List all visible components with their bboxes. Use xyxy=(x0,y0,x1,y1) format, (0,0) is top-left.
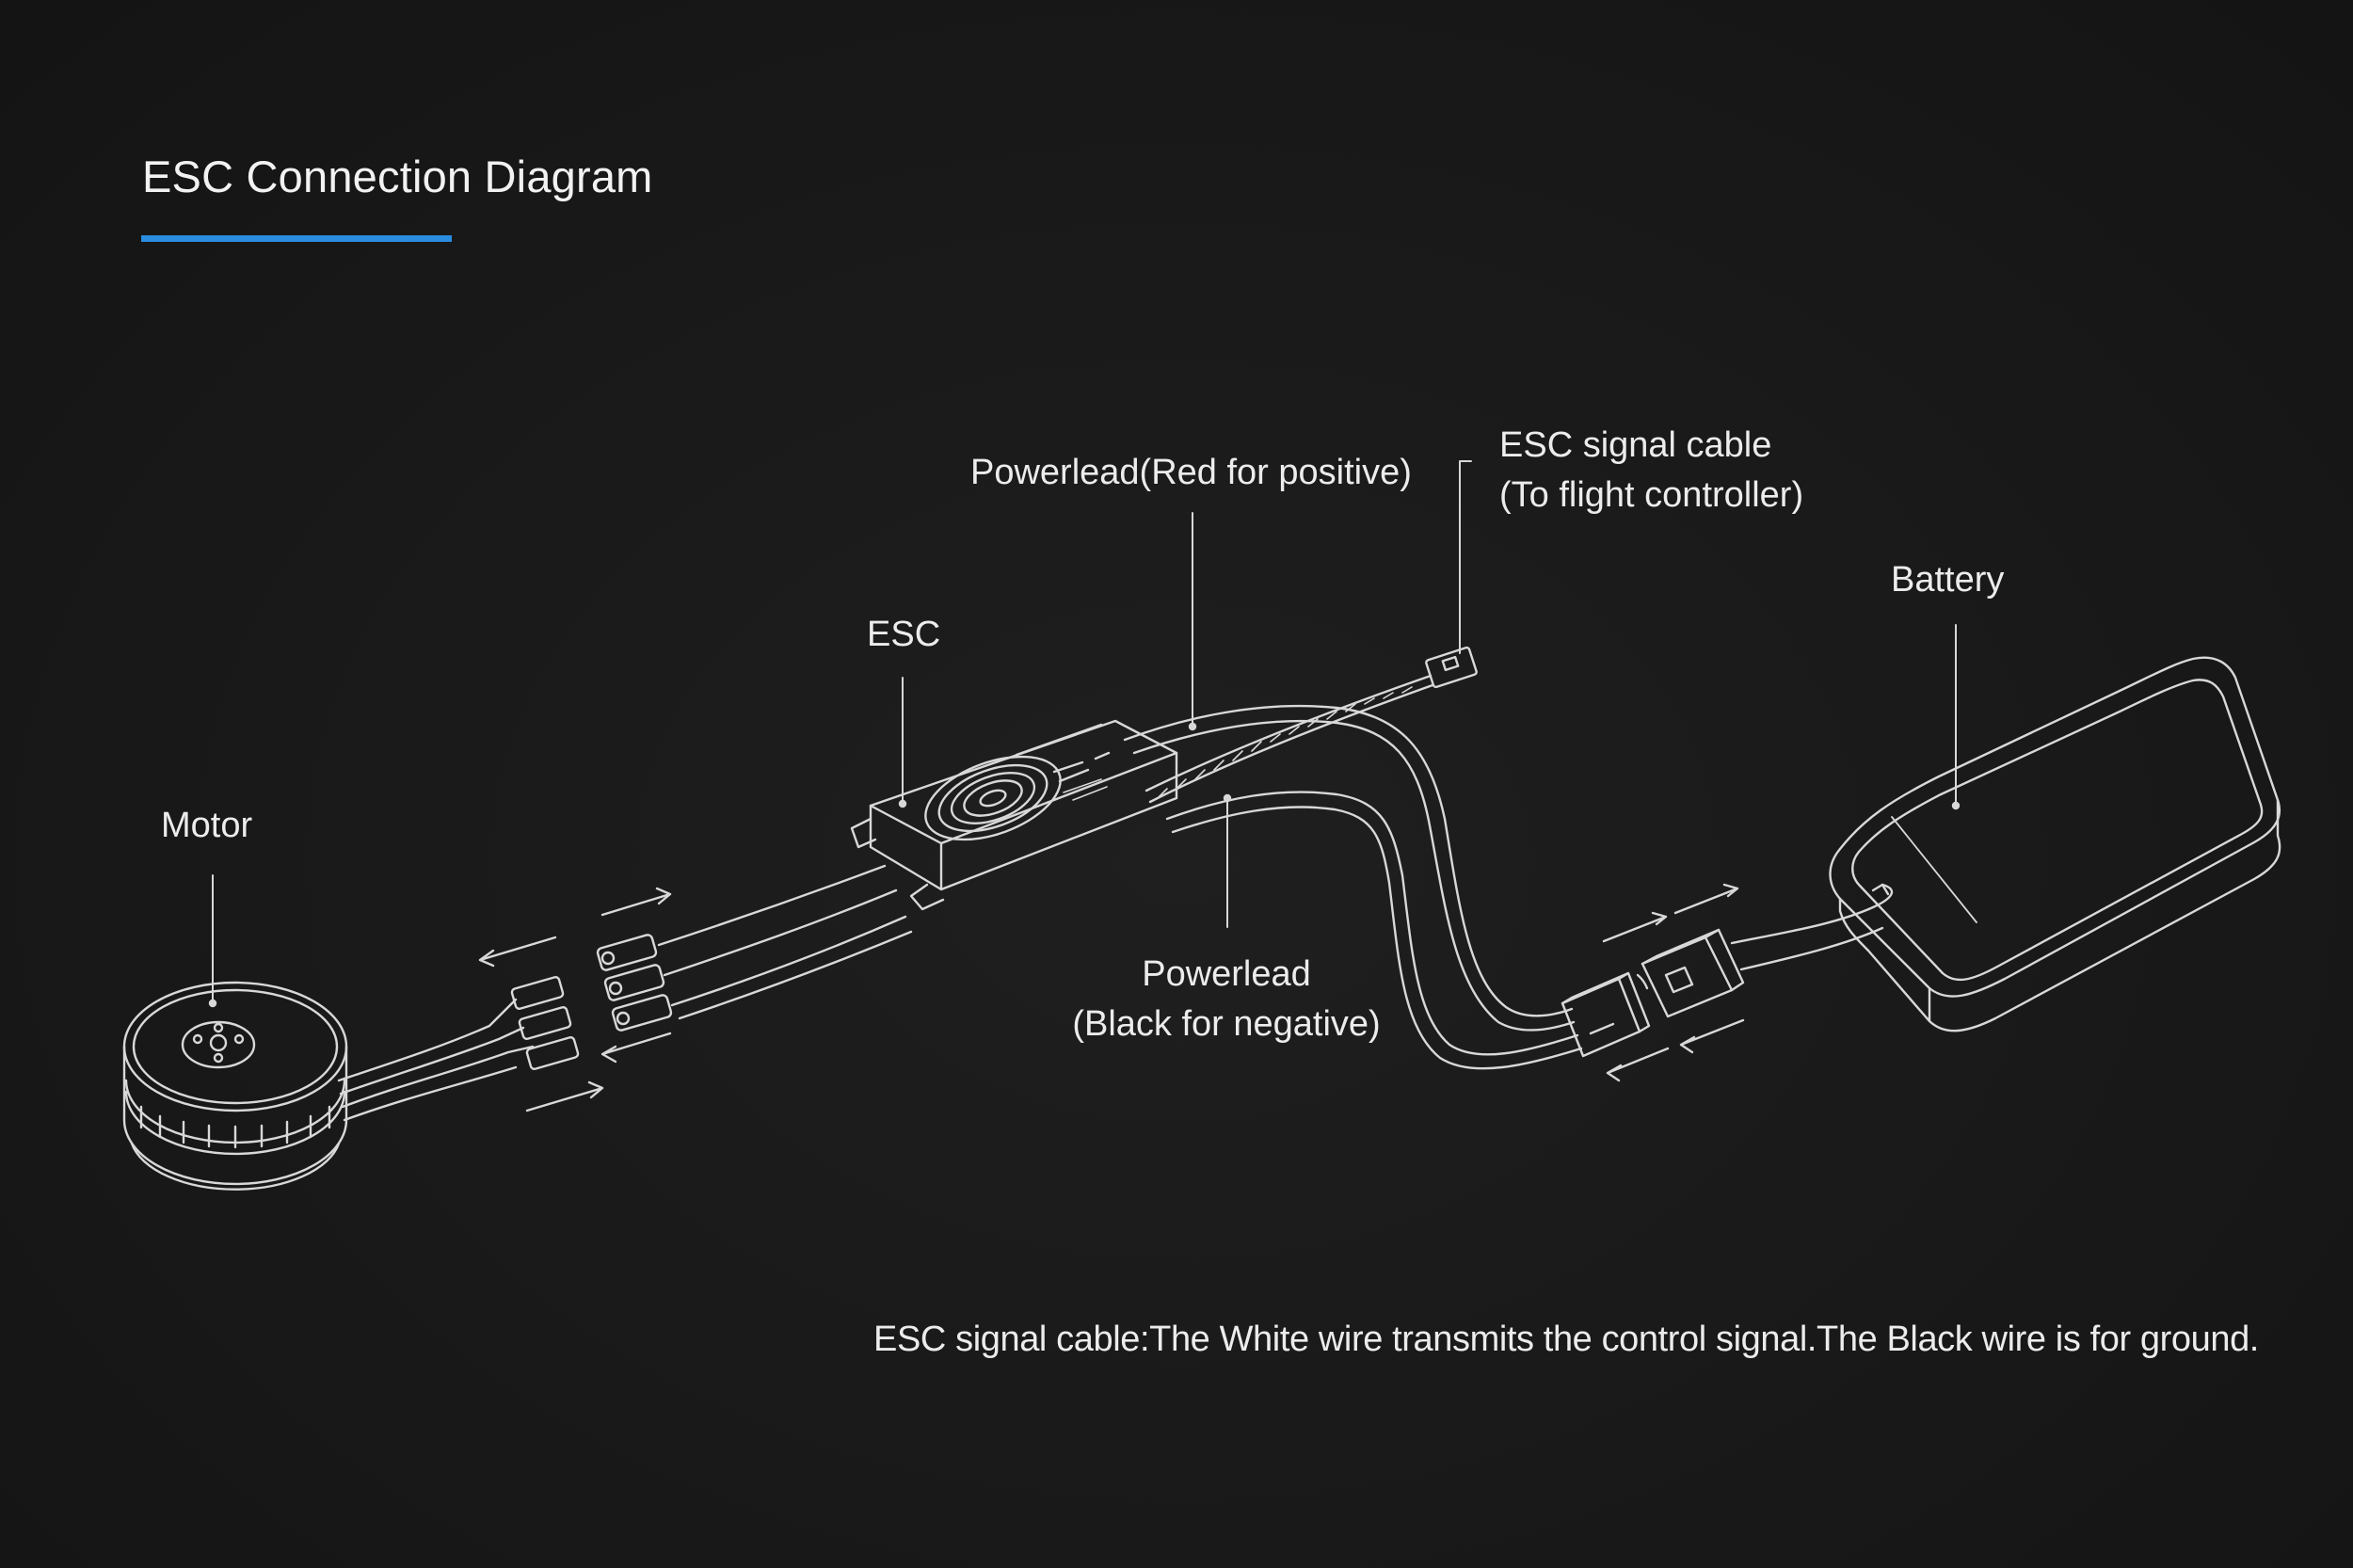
motor-drawing xyxy=(122,981,348,1191)
motor-label: Motor xyxy=(161,806,253,845)
signal-cable-label: ESC signal cable (To flight controller) xyxy=(1499,421,1803,520)
signal-cable-note: ESC signal cable:The White wire transmit… xyxy=(873,1320,2259,1359)
leader-lines xyxy=(212,460,1957,1002)
xt-connectors xyxy=(1561,928,1745,1058)
signal-cable-label-line1: ESC signal cable xyxy=(1499,425,1772,465)
powerlead-negative-label-line2: (Black for negative) xyxy=(1072,1004,1381,1044)
xt-connect-arrows xyxy=(1602,883,1745,1082)
esc-label: ESC xyxy=(867,615,941,654)
powerlead-negative-label-line1: Powerlead xyxy=(1142,954,1311,994)
motor-connect-arrows xyxy=(478,936,604,1112)
powerlead-positive-label: Powerlead(Red for positive) xyxy=(970,453,1412,492)
esc-signal-cable xyxy=(1144,646,1478,804)
esc-connect-arrows xyxy=(600,887,672,1064)
esc-drawing xyxy=(850,719,1178,911)
battery-leads xyxy=(1730,883,1894,971)
motor-wires xyxy=(337,998,535,1122)
page-title: ESC Connection Diagram xyxy=(142,152,653,201)
esc-bullet-connectors xyxy=(596,934,673,1032)
esc-motor-leads xyxy=(657,864,913,1020)
motor-bullet-connectors xyxy=(510,976,580,1070)
powerlead-negative-label: Powerlead (Black for negative) xyxy=(1064,950,1389,1049)
battery-label: Battery xyxy=(1891,560,2005,600)
signal-cable-label-line2: (To flight controller) xyxy=(1499,475,1804,515)
title-underline xyxy=(141,235,452,242)
battery-drawing xyxy=(1829,656,2281,1032)
